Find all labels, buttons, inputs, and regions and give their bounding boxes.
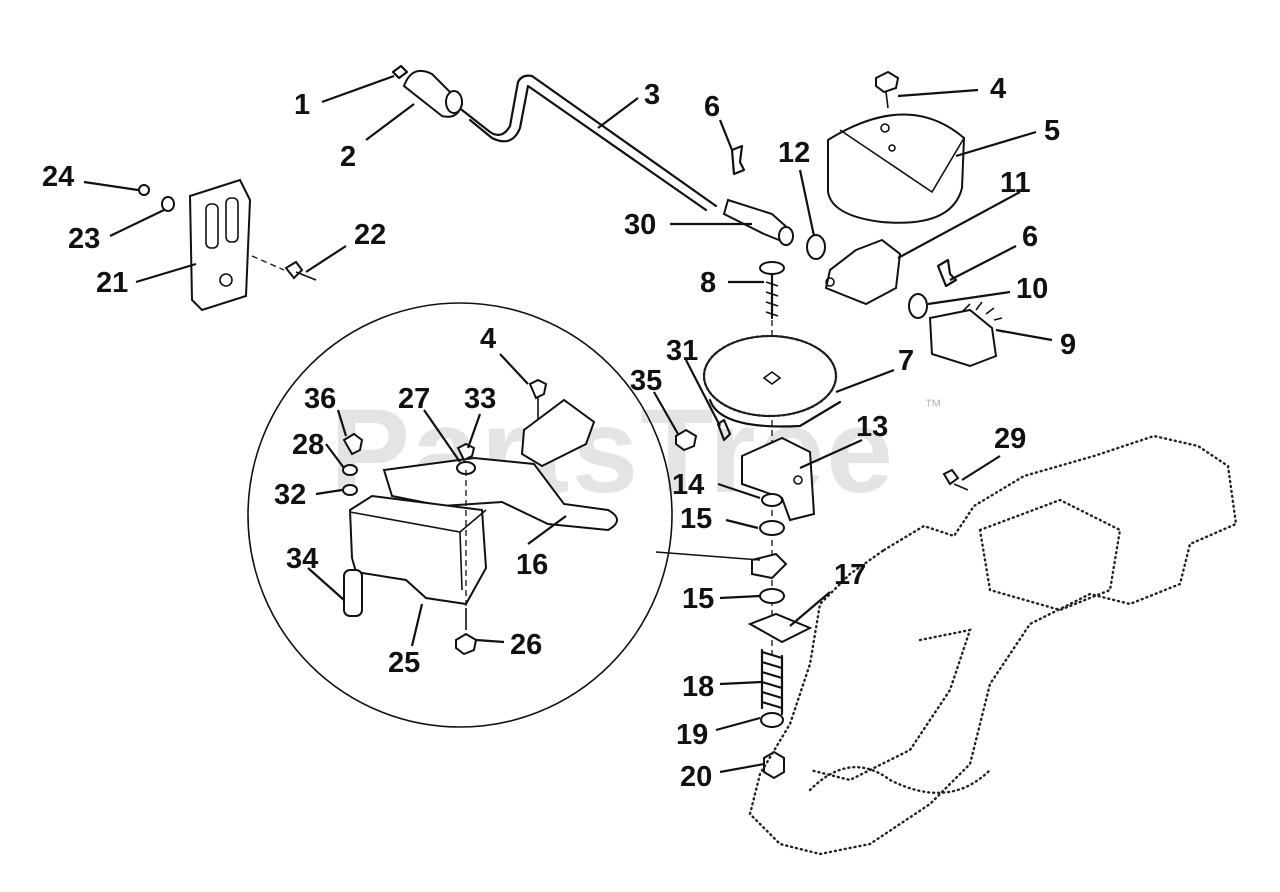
callout-13: 13 — [856, 411, 888, 443]
watermark-trademark: ™ — [924, 396, 942, 416]
callout-35: 35 — [630, 365, 662, 397]
callout-8: 8 — [700, 267, 716, 299]
callout-2: 2 — [340, 141, 356, 173]
crank-housing — [827, 113, 966, 224]
callout-3: 3 — [644, 79, 660, 111]
control-rod-assembly — [391, 64, 718, 212]
callout-4: 4 — [990, 73, 1006, 105]
callout-31: 31 — [666, 335, 698, 367]
bolt-22 — [284, 260, 317, 281]
callout-6-upper: 6 — [704, 91, 720, 123]
ring-gear — [702, 334, 842, 428]
chute-bracket-21 — [188, 178, 252, 312]
leader-lines — [83, 74, 1053, 774]
hair-pin-clip-lower — [936, 258, 958, 288]
nut-24 — [138, 184, 150, 196]
screw-top — [875, 70, 900, 109]
detail-circle — [247, 302, 673, 728]
callout-12: 12 — [778, 137, 810, 169]
bracket-13 — [741, 436, 816, 522]
callout-numbers: 1 2 3 4 5 6 12 11 6 24 23 22 21 30 8 10 … — [42, 73, 1076, 793]
callout-25: 25 — [388, 647, 420, 679]
washer-15-upper — [759, 520, 785, 536]
washer-14 — [761, 493, 783, 507]
callout-1: 1 — [294, 89, 310, 121]
callout-15-lower: 15 — [682, 583, 714, 615]
nut-35 — [675, 428, 698, 452]
callout-36: 36 — [304, 383, 336, 415]
callout-18: 18 — [682, 671, 714, 703]
callout-11: 11 — [1000, 167, 1031, 199]
washer-15-lower — [759, 588, 785, 604]
callout-4-detail: 4 — [480, 323, 496, 355]
bolt-axis-22 — [251, 255, 285, 271]
washer-23 — [161, 196, 175, 212]
callout-23: 23 — [68, 223, 100, 255]
washer-10 — [908, 293, 928, 319]
callout-9: 9 — [1060, 329, 1076, 361]
detail-assembly — [342, 378, 618, 656]
carriage-bolt — [759, 261, 785, 320]
callout-28: 28 — [292, 429, 324, 461]
callout-32: 32 — [274, 479, 306, 511]
callout-14: 14 — [672, 469, 704, 501]
callout-29: 29 — [994, 423, 1026, 455]
callout-20: 20 — [680, 761, 712, 793]
washer-19 — [760, 712, 784, 728]
bracket-11 — [824, 238, 902, 306]
bolt-29 — [942, 468, 969, 491]
plate-16-link — [751, 552, 788, 580]
discharge-chute — [748, 434, 1238, 856]
detail-link-line — [655, 551, 761, 561]
rod-fitting — [722, 198, 794, 246]
callout-27: 27 — [398, 383, 430, 415]
callout-7: 7 — [898, 345, 914, 377]
pinion-gear — [928, 301, 1005, 368]
spring — [760, 648, 784, 716]
callout-16: 16 — [516, 549, 548, 581]
pin-31 — [716, 418, 732, 442]
callout-6-lower: 6 — [1022, 221, 1038, 253]
callout-5: 5 — [1044, 115, 1060, 147]
callout-34: 34 — [286, 543, 318, 575]
nut-20 — [763, 750, 785, 780]
callout-17: 17 — [834, 559, 866, 591]
callout-26: 26 — [510, 629, 542, 661]
callout-21: 21 — [96, 267, 128, 299]
plate-17 — [747, 612, 813, 644]
callout-15-upper: 15 — [680, 503, 712, 535]
callout-19: 19 — [676, 719, 708, 751]
callout-33: 33 — [464, 383, 496, 415]
callout-10: 10 — [1016, 273, 1048, 305]
callout-22: 22 — [354, 219, 386, 251]
hair-pin-clip-upper — [730, 144, 746, 176]
callout-30: 30 — [624, 209, 656, 241]
washer-12 — [806, 234, 826, 260]
callout-24: 24 — [42, 161, 74, 193]
